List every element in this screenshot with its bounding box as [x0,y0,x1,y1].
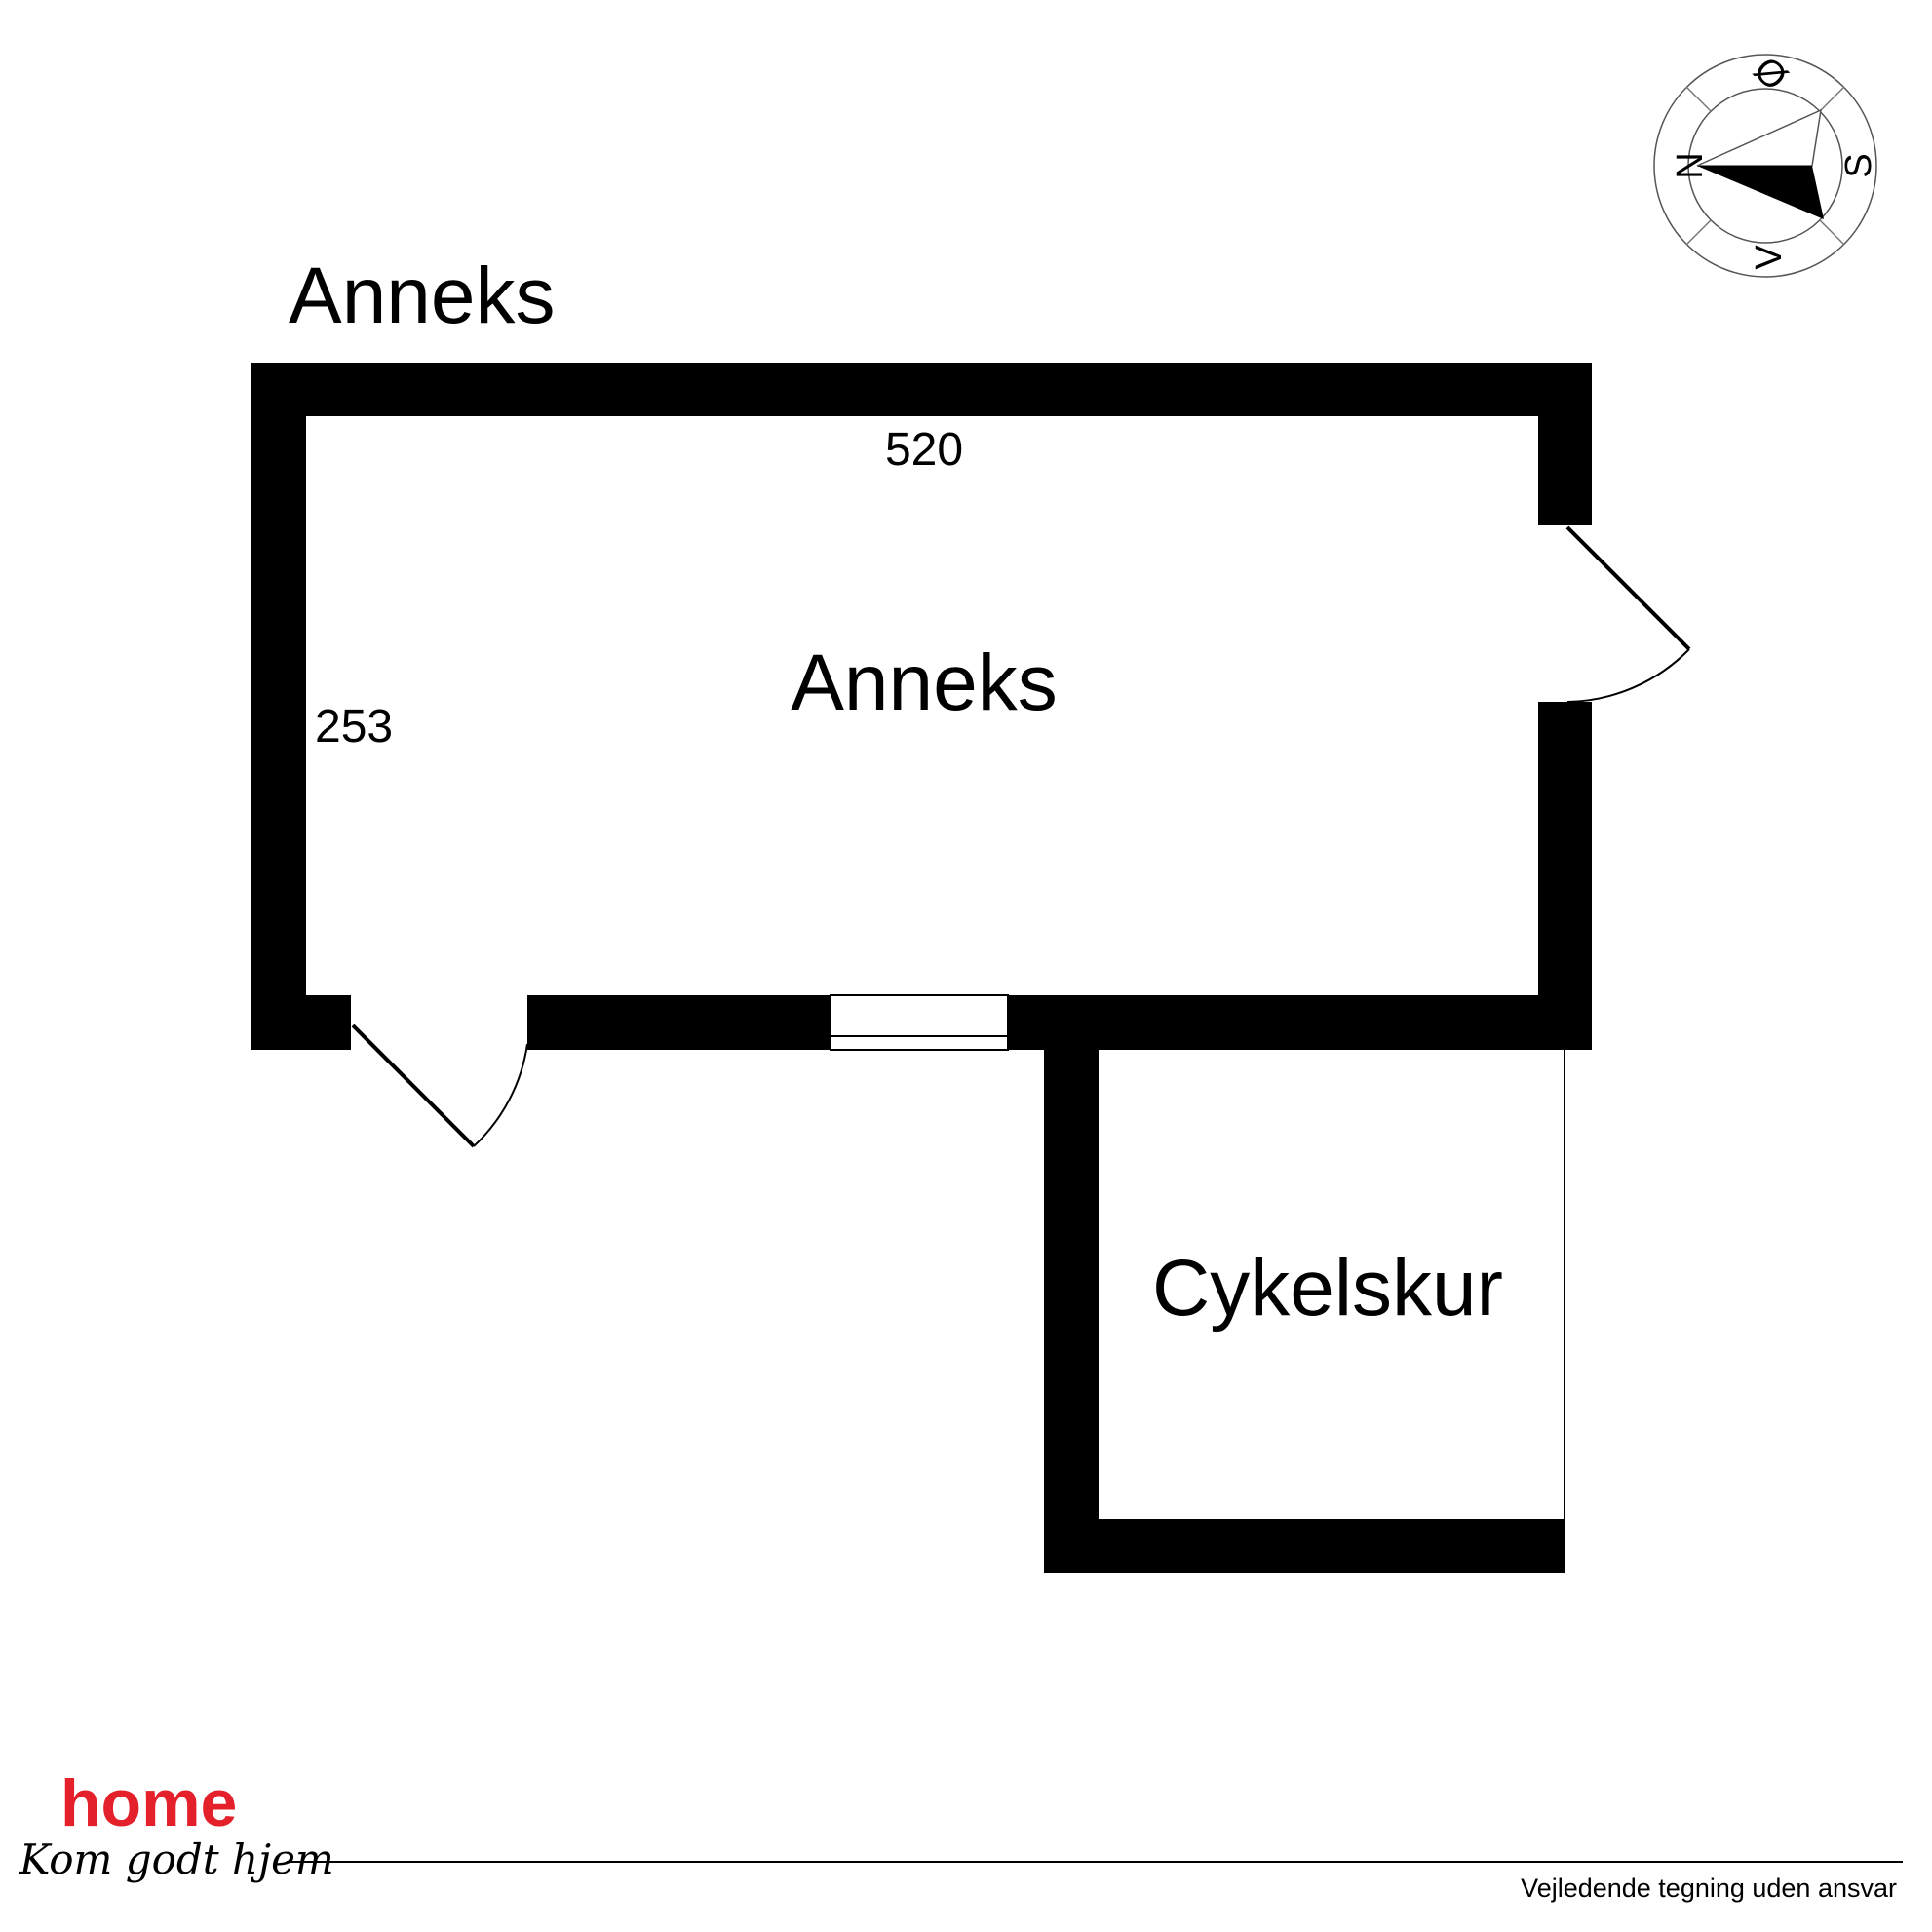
wall-bottom-left [251,995,351,1050]
dimension-width: 520 [885,424,963,476]
dimension-depth: 253 [315,701,393,753]
shed-wall-left [1044,1050,1099,1573]
plan-heading: Anneks [289,251,556,340]
door-bottom [351,1024,528,1148]
wall-left [251,363,306,1050]
room-label-cykelskur: Cykelskur [1152,1244,1503,1333]
brand-tagline: Kom godt hjem [19,1835,334,1883]
wall-bottom-mid [527,995,831,1050]
shed-wall-bottom [1044,1519,1565,1573]
cykelskur-walls [1044,1050,1565,1573]
window [830,994,1009,1051]
compass-south: S [1838,153,1879,177]
compass-north: N [1670,152,1711,178]
wall-bottom-right [1008,995,1592,1050]
anneks-walls [251,363,1592,1050]
compass-needle-outline [1696,108,1822,167]
wall-top [251,363,1592,416]
footer-disclaimer: Vejledende tegning uden ansvar [1521,1874,1897,1903]
brand-logo: home [60,1766,237,1840]
wall-right-upper [1538,363,1592,525]
door-right [1565,525,1691,703]
compass: N Ø S V [1653,48,1879,278]
room-label-anneks: Anneks [791,638,1058,727]
compass-needle-icon [1697,166,1824,219]
compass-west: V [1749,245,1790,270]
compass-ring [1653,54,1877,278]
wall-right-lower [1538,702,1592,1050]
compass-inner-ring [1687,88,1843,244]
